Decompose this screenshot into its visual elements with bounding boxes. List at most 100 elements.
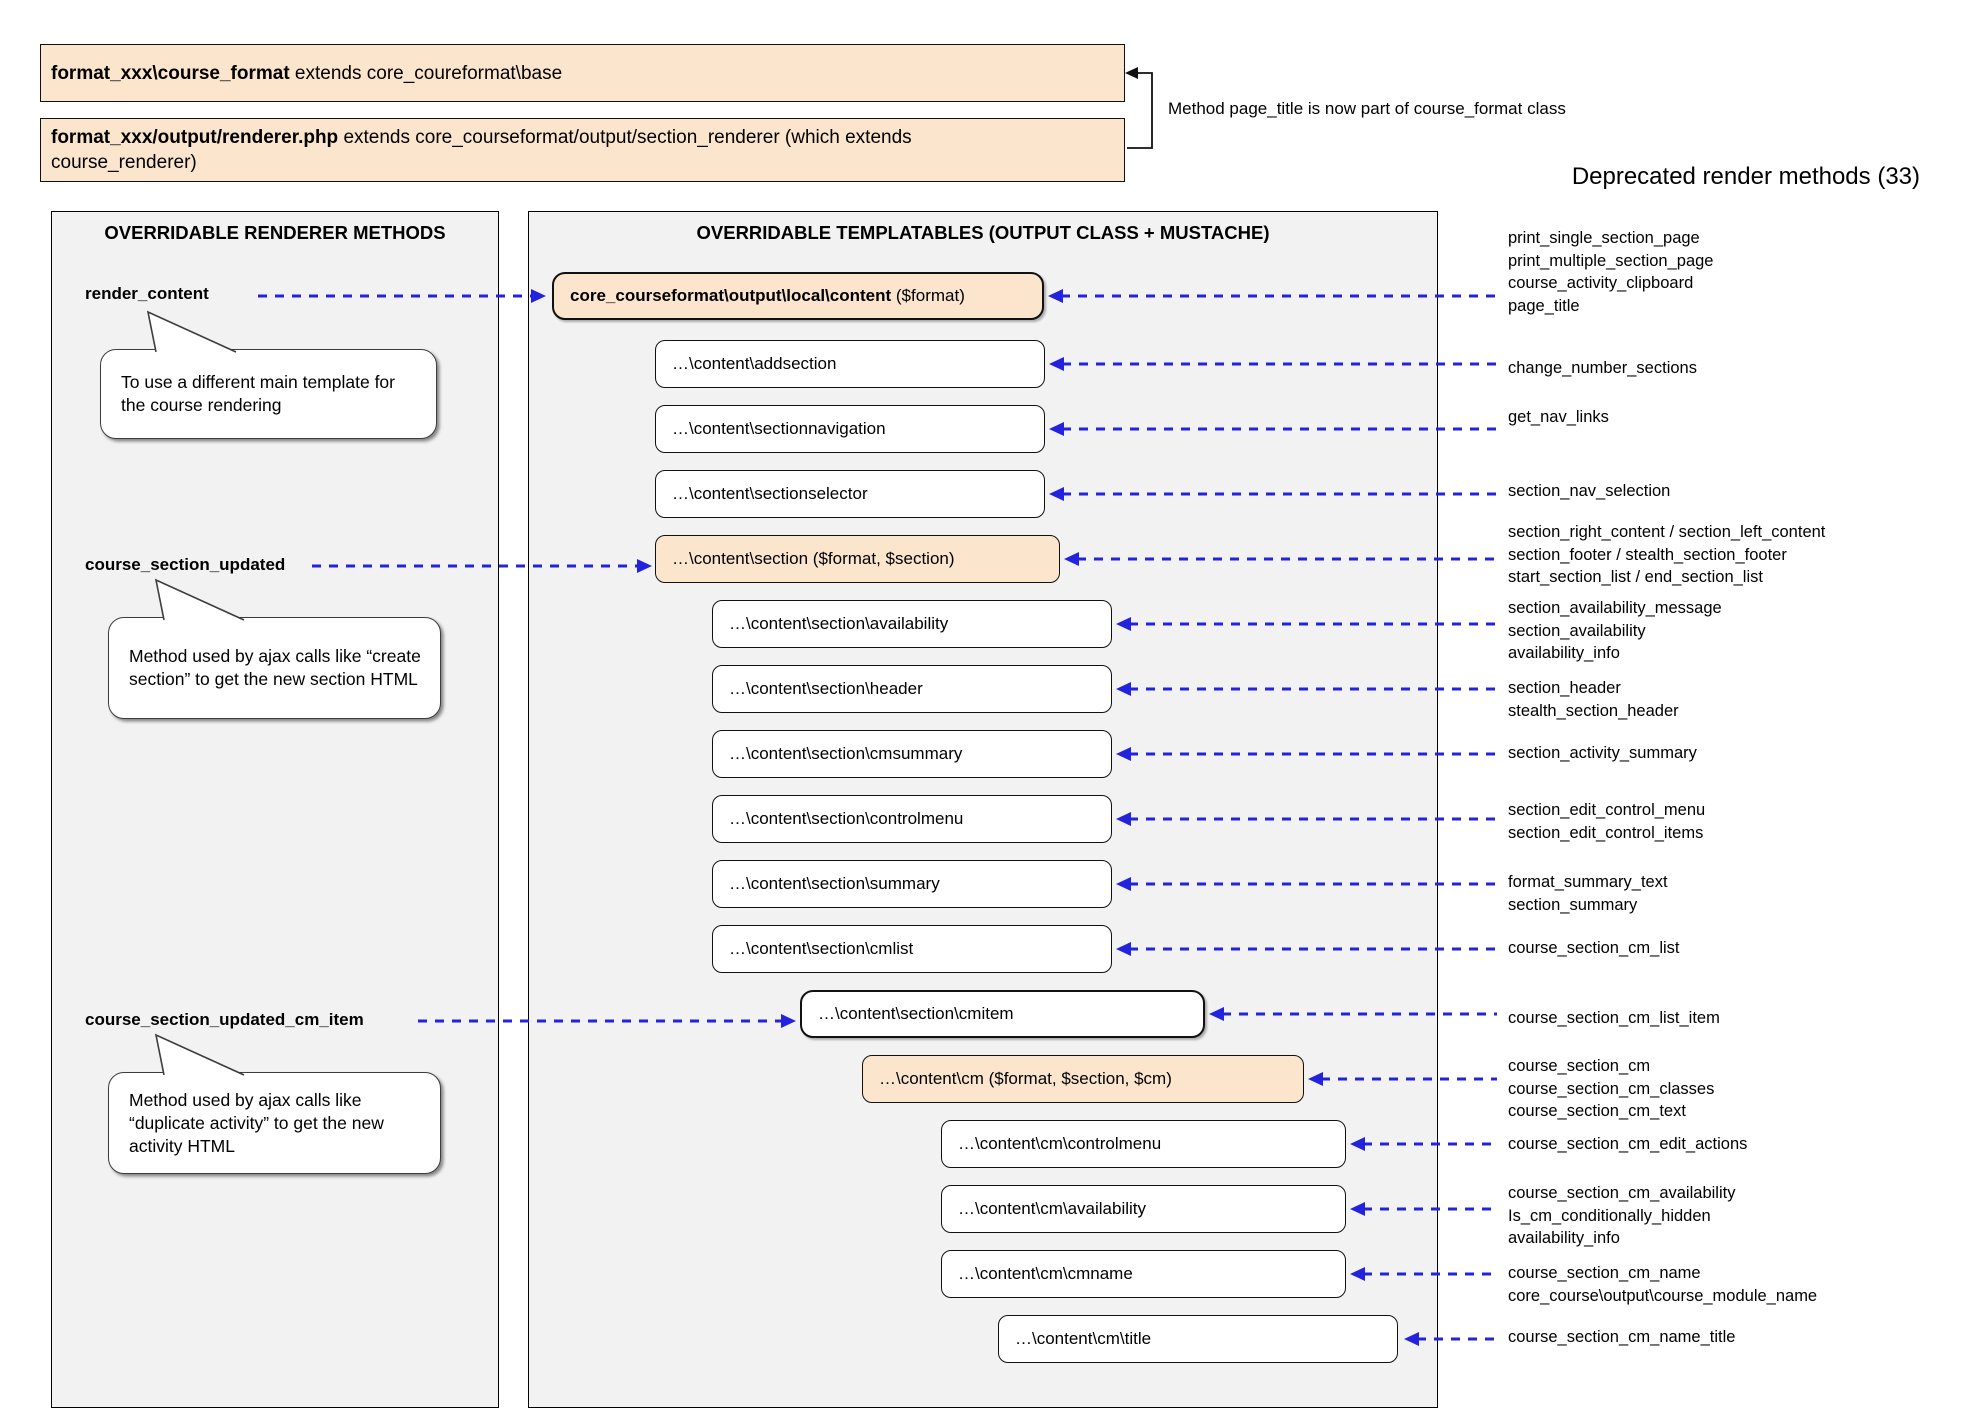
left-panel-title: OVERRIDABLE RENDERER METHODS bbox=[104, 222, 446, 243]
deprecated-method: section_activity_summary bbox=[1508, 744, 1697, 762]
template-box-section: …\content\section ($format, $section) bbox=[655, 535, 1060, 583]
deprecated-group: section_header stealth_section_header bbox=[1508, 677, 1679, 722]
template-box-label: …\content\section\cmsummary bbox=[729, 744, 963, 763]
class-name: format_xxx\course_format bbox=[51, 62, 290, 84]
deprecated-method: section_edit_control_items bbox=[1508, 823, 1704, 842]
template-box-section-cmitem: …\content\section\cmitem bbox=[800, 990, 1205, 1038]
deprecated-group: section_availability_message section_ava… bbox=[1508, 597, 1722, 665]
top-box-renderer-text: format_xxx/output/renderer.php extends c… bbox=[51, 125, 974, 175]
extends-text: extends core_courseformat/output/section… bbox=[51, 127, 912, 173]
speech-bubble-tail bbox=[146, 310, 237, 353]
deprecated-method: print_single_section_page bbox=[1508, 229, 1700, 247]
template-box-content: core_courseformat\output\local\content (… bbox=[552, 272, 1044, 320]
deprecated-method: change_number_sections bbox=[1508, 359, 1697, 377]
deprecated-method: course_activity_clipboard bbox=[1508, 274, 1694, 292]
template-box-label: …\content\cm\controlmenu bbox=[958, 1134, 1162, 1153]
template-box-section-cmsummary: …\content\section\cmsummary bbox=[712, 730, 1112, 778]
template-box-label: …\content\cm\title bbox=[1015, 1329, 1152, 1348]
template-box-label: …\content\section\summary bbox=[729, 874, 940, 893]
template-box-cm-controlmenu: …\content\cm\controlmenu bbox=[941, 1120, 1346, 1168]
top-box-renderer: format_xxx/output/renderer.php extends c… bbox=[40, 118, 1125, 182]
deprecated-method: availability_info bbox=[1508, 1229, 1620, 1247]
deprecated-method: course_section_cm_list_item bbox=[1508, 1009, 1720, 1027]
template-box-label: core_courseformat\output\local\content (… bbox=[570, 286, 965, 306]
method-label-render-content: render_content bbox=[85, 284, 209, 303]
template-box-label: …\content\section\cmitem bbox=[818, 1004, 1014, 1023]
template-box-label: …\content\cm ($format, $section, $cm) bbox=[879, 1069, 1172, 1088]
deprecated-method: course_section_cm_name bbox=[1508, 1264, 1701, 1282]
template-box-label: …\content\cm\availability bbox=[958, 1199, 1147, 1218]
template-box-label: …\content\cm\cmname bbox=[958, 1264, 1133, 1283]
deprecated-method: course_section_cm_text bbox=[1508, 1102, 1686, 1120]
deprecated-method: course_section_cm_list bbox=[1508, 939, 1680, 957]
deprecated-method: Is_cm_conditionally_hidden bbox=[1508, 1206, 1711, 1225]
deprecated-group: course_section_cm_list bbox=[1508, 937, 1680, 960]
deprecated-method: format_summary_text bbox=[1508, 873, 1668, 891]
deprecated-group: get_nav_links bbox=[1508, 406, 1609, 429]
deprecated-group: course_section_cm_name_title bbox=[1508, 1326, 1735, 1349]
template-box-label: …\content\section\controlmenu bbox=[729, 809, 964, 828]
speech-bubble-course-section-updated: Method used by ajax calls like “create s… bbox=[108, 578, 441, 719]
file-name: format_xxx/output/renderer.php bbox=[51, 127, 339, 148]
deprecated-method: course_section_cm_name_title bbox=[1508, 1328, 1736, 1346]
deprecated-group: course_section_cm_list_item bbox=[1508, 1007, 1720, 1030]
template-box-label: …\content\section ($format, $section) bbox=[672, 549, 955, 568]
deprecated-method: section_header bbox=[1508, 679, 1621, 697]
deprecated-group: course_section_cm_availability Is_cm_con… bbox=[1508, 1182, 1735, 1250]
template-box-sectionnavigation: …\content\sectionnavigation bbox=[655, 405, 1045, 453]
deprecated-group: print_single_section_page print_multiple… bbox=[1508, 227, 1713, 317]
template-box-cm: …\content\cm ($format, $section, $cm) bbox=[862, 1055, 1304, 1103]
deprecated-group: section_edit_control_menu section_edit_c… bbox=[1508, 799, 1705, 844]
template-box-label: …\content\section\cmlist bbox=[729, 939, 914, 958]
template-box-section-summary: …\content\section\summary bbox=[712, 860, 1112, 908]
deprecated-method: core_course\output\course_module_name bbox=[1508, 1286, 1818, 1305]
speech-bubble-text: To use a different main template for the… bbox=[121, 372, 395, 415]
deprecated-method: availability_info bbox=[1508, 644, 1620, 662]
template-box-section-cmlist: …\content\section\cmlist bbox=[712, 925, 1112, 973]
top-box-course-format-text: format_xxx\course_format extends core_co… bbox=[51, 61, 562, 86]
middle-panel-title: OVERRIDABLE TEMPLATABLES (OUTPUT CLASS +… bbox=[696, 222, 1270, 243]
template-box-label: …\content\addsection bbox=[672, 354, 837, 373]
deprecated-group: course_section_cm course_section_cm_clas… bbox=[1508, 1055, 1714, 1123]
template-box-section-header: …\content\section\header bbox=[712, 665, 1112, 713]
deprecated-method: section_right_content / section_left_con… bbox=[1508, 523, 1826, 541]
top-box-course-format: format_xxx\course_format extends core_co… bbox=[40, 44, 1125, 102]
deprecated-method: section_availability_message bbox=[1508, 599, 1722, 617]
template-box-label: …\content\section\header bbox=[729, 679, 923, 698]
template-box-cm-availability: …\content\cm\availability bbox=[941, 1185, 1346, 1233]
deprecated-group: section_nav_selection bbox=[1508, 480, 1670, 503]
speech-bubble-render-content: To use a different main template for the… bbox=[100, 310, 437, 439]
deprecated-method: course_section_cm_classes bbox=[1508, 1079, 1715, 1098]
speech-bubble-text: Method used by ajax calls like “create s… bbox=[129, 646, 421, 689]
deprecated-method: course_section_cm_availability bbox=[1508, 1184, 1736, 1202]
deprecated-method: course_section_cm bbox=[1508, 1057, 1651, 1075]
speech-bubble-tail bbox=[154, 578, 245, 621]
deprecated-method: start_section_list / end_section_list bbox=[1508, 568, 1763, 586]
deprecated-method: section_availability bbox=[1508, 621, 1646, 640]
template-box-addsection: …\content\addsection bbox=[655, 340, 1045, 388]
deprecated-group: change_number_sections bbox=[1508, 357, 1697, 380]
template-box-label: …\content\sectionselector bbox=[672, 484, 868, 503]
template-box-cm-cmname: …\content\cm\cmname bbox=[941, 1250, 1346, 1298]
template-class: core_courseformat\output\local\content bbox=[570, 286, 892, 305]
template-box-label: …\content\section\availability bbox=[729, 614, 949, 633]
deprecated-method: section_footer / stealth_section_footer bbox=[1508, 545, 1787, 564]
template-box-cm-title: …\content\cm\title bbox=[998, 1315, 1398, 1363]
template-box-section-availability: …\content\section\availability bbox=[712, 600, 1112, 648]
deprecated-group: format_summary_text section_summary bbox=[1508, 871, 1668, 916]
deprecated-group: course_section_cm_name core_course\outpu… bbox=[1508, 1262, 1817, 1307]
bracket-note: Method page_title is now part of course_… bbox=[1168, 99, 1566, 118]
deprecated-method: print_multiple_section_page bbox=[1508, 251, 1714, 270]
method-label-course-section-updated: course_section_updated bbox=[85, 555, 286, 574]
deprecated-method: get_nav_links bbox=[1508, 408, 1609, 426]
deprecated-group: section_right_content / section_left_con… bbox=[1508, 521, 1825, 589]
template-box-label: …\content\sectionnavigation bbox=[672, 419, 886, 438]
deprecated-method: section_edit_control_menu bbox=[1508, 801, 1706, 819]
deprecated-heading: Deprecated render methods (33) bbox=[1571, 163, 1920, 190]
speech-bubble-course-section-updated-cm-item: Method used by ajax calls like “duplicat… bbox=[108, 1033, 441, 1174]
bracket-arrowhead-icon bbox=[1125, 67, 1138, 79]
deprecated-method: stealth_section_header bbox=[1508, 701, 1679, 720]
deprecated-method: course_section_cm_edit_actions bbox=[1508, 1135, 1748, 1153]
template-box-section-controlmenu: …\content\section\controlmenu bbox=[712, 795, 1112, 843]
